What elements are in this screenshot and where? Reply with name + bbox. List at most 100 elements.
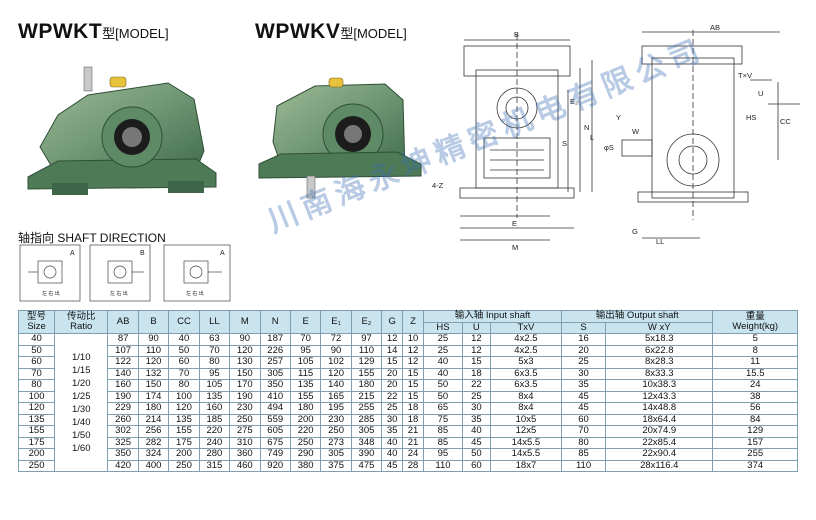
table-cell: 120 xyxy=(320,367,352,380)
table-cell: 84 xyxy=(712,413,798,426)
table-cell: 180 xyxy=(289,402,322,415)
table-cell: 230 xyxy=(320,413,352,426)
table-cell: 257 xyxy=(259,356,291,369)
table-cell: 14x5.5 xyxy=(489,436,563,449)
table-cell: 494 xyxy=(259,402,291,415)
table-cell: 260 xyxy=(107,413,139,426)
col-wxy: W xY xyxy=(605,321,714,334)
table-cell: 85 xyxy=(422,425,463,438)
table-cell: 305 xyxy=(350,425,383,438)
table-cell: 90 xyxy=(229,333,261,346)
table-cell: 70 xyxy=(17,367,56,380)
gearbox-photo-wpwkv xyxy=(258,77,422,199)
table-cell: 302 xyxy=(107,425,139,438)
table-cell: 120 xyxy=(137,356,170,369)
table-cell: 100 xyxy=(17,390,56,403)
table-cell: 50 xyxy=(168,344,200,357)
table-cell: 200 xyxy=(17,448,56,461)
table-cell: 11 xyxy=(712,356,798,369)
table-cell: 85 xyxy=(422,436,463,449)
table-cell: 310 xyxy=(229,436,261,449)
table-cell: 135 xyxy=(17,413,56,426)
col-u: U xyxy=(461,321,491,334)
table-cell: 749 xyxy=(259,448,291,461)
table-cell: 140 xyxy=(320,379,352,392)
col-ll: LL xyxy=(198,310,231,334)
table-cell: 21 xyxy=(402,425,424,438)
table-cell: 12 xyxy=(402,356,424,369)
table-cell: 50 xyxy=(422,390,463,403)
ratio-value: 1/60 xyxy=(72,442,91,454)
table-cell: 72 xyxy=(320,333,352,346)
table-cell: 155 xyxy=(168,425,200,438)
shaft-inner-label: 左 右 出 xyxy=(42,290,60,297)
table-cell: 255 xyxy=(712,448,798,461)
table-cell: 18x64.4 xyxy=(605,413,714,426)
ratio-value: 1/20 xyxy=(72,377,91,389)
table-cell: 174 xyxy=(137,390,170,403)
table-cell: 45 xyxy=(461,436,491,449)
table-cell: 15.5 xyxy=(712,367,798,380)
table-cell: 110 xyxy=(422,459,463,472)
table-cell: 226 xyxy=(259,344,291,357)
table-cell: 21 xyxy=(402,436,424,449)
ratio-value: 1/25 xyxy=(72,390,91,402)
model-suffix: 型[MODEL] xyxy=(340,26,407,41)
table-cell: 374 xyxy=(712,459,798,472)
table-cell: 6x3.5 xyxy=(489,367,563,380)
table-cell: 195 xyxy=(320,402,352,415)
table-cell: 20 xyxy=(381,379,404,392)
col-e: E xyxy=(289,310,322,334)
table-cell: 280 xyxy=(198,448,231,461)
dim-label-phis: φS xyxy=(604,143,614,152)
table-cell: 70 xyxy=(289,333,322,346)
table-subheader-row: HS U TxV S W xY xyxy=(19,321,798,334)
table-cell: 60 xyxy=(561,413,607,426)
table-cell: 290 xyxy=(289,448,322,461)
table-cell: 360 xyxy=(229,448,261,461)
table-cell: 400 xyxy=(137,459,170,472)
table-cell: 170 xyxy=(229,379,261,392)
table-cell: 240 xyxy=(198,436,231,449)
table-cell: 8 xyxy=(712,344,798,357)
table-cell: 920 xyxy=(259,459,291,472)
table-cell: 12x5 xyxy=(489,425,563,438)
table-cell: 8x4 xyxy=(489,390,563,403)
table-cell: 50 xyxy=(461,448,491,461)
shaft-inner-label: 左 右 出 xyxy=(186,290,204,297)
dimension-drawing: B AB E₂ N E 4-Z M CC S T×V U HS G LL φS … xyxy=(432,23,800,252)
table-cell: 135 xyxy=(198,390,231,403)
table-cell: 20 xyxy=(561,344,607,357)
dim-label-l: L xyxy=(590,133,594,142)
table-cell: 155 xyxy=(350,367,383,380)
ratio-value: 1/40 xyxy=(72,416,91,428)
table-cell: 325 xyxy=(107,436,139,449)
table-cell: 60 xyxy=(168,356,200,369)
col-cc: CC xyxy=(168,310,200,334)
table-cell: 75 xyxy=(422,413,463,426)
table-cell: 150 xyxy=(229,367,261,380)
table-cell: 80 xyxy=(168,379,200,392)
table-cell: 160 xyxy=(107,379,139,392)
table-cell: 135 xyxy=(168,413,200,426)
dim-label-e2: E₂ xyxy=(570,97,578,106)
dim-label-g: G xyxy=(632,227,638,236)
table-cell: 60 xyxy=(17,356,56,369)
table-cell: 90 xyxy=(137,333,170,346)
col-hs: HS xyxy=(422,321,463,334)
ratio-value: 1/30 xyxy=(72,403,91,415)
table-cell: 85 xyxy=(561,448,607,461)
table-cell: 155 xyxy=(17,425,56,438)
table-cell: 24 xyxy=(712,379,798,392)
table-cell: 40 xyxy=(422,356,463,369)
table-cell: 200 xyxy=(168,448,200,461)
table-cell: 8x28.3 xyxy=(605,356,714,369)
table-cell: 30 xyxy=(561,367,607,380)
table-cell: 282 xyxy=(137,436,170,449)
col-b: B xyxy=(137,310,170,334)
col-ab: AB xyxy=(107,310,139,334)
